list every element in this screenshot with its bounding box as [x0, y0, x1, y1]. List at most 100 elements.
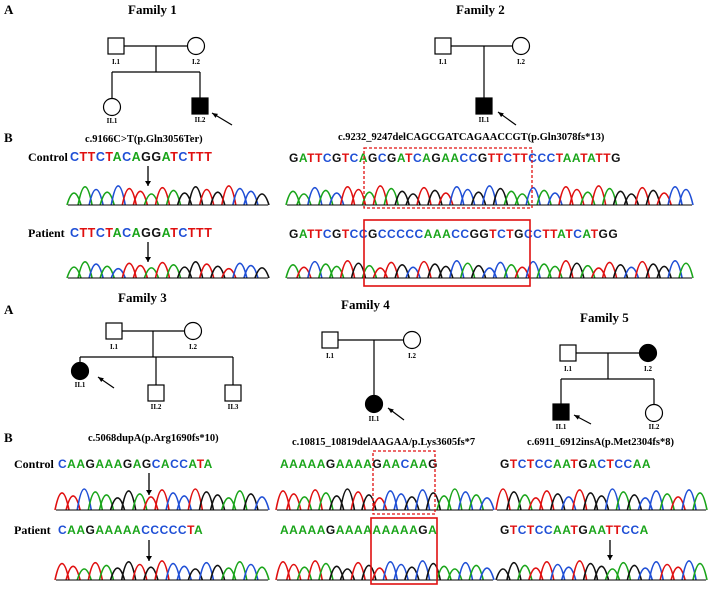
base-letter: A [316, 523, 326, 537]
base-letter: C [377, 151, 388, 165]
sequence-family5-control: GTCTCCAATGACTCCAA [500, 457, 651, 471]
chromatogram-family4-control [275, 488, 495, 511]
female-symbol [644, 403, 664, 423]
member-label: I.1 [439, 58, 447, 66]
base-letter: G [611, 151, 621, 165]
sequence-family3-control: CAAGAAAGAGCACCATA [58, 457, 213, 471]
chromatogram-family5-patient [495, 560, 708, 581]
base-letter: G [387, 151, 397, 165]
base-letter: A [298, 151, 308, 165]
base-letter: C [414, 227, 424, 241]
chromatogram-peak [109, 567, 126, 581]
base-letter: A [161, 226, 171, 240]
base-letter: T [341, 151, 350, 165]
base-letter: A [553, 457, 563, 471]
base-letter: G [331, 151, 342, 165]
base-letter: G [151, 150, 162, 164]
base-letter: C [534, 523, 544, 537]
base-letter: C [503, 151, 513, 165]
base-letter: A [132, 523, 142, 537]
base-letter: A [358, 151, 369, 165]
sequence-family1-patient: CTTCTACAGGATCTTT [70, 226, 212, 240]
chromatogram-family3-patient [54, 560, 270, 581]
base-letter: A [344, 523, 355, 537]
proband-arrowhead [498, 112, 504, 118]
member-label: II.1 [555, 423, 567, 431]
base-letter: A [441, 151, 451, 165]
base-letter: A [335, 457, 345, 471]
base-letter: G [477, 151, 488, 165]
base-letter: G [141, 226, 152, 240]
base-letter: C [177, 523, 188, 537]
chromatogram-peak [254, 267, 270, 279]
base-letter: A [76, 457, 86, 471]
chromatogram-peak [604, 568, 621, 581]
base-letter: A [95, 523, 105, 537]
base-letter: G [500, 523, 510, 537]
chromatogram-peak [637, 567, 654, 581]
base-letter: A [113, 457, 123, 471]
base-letter: C [70, 150, 80, 164]
member-label: II.1 [478, 116, 490, 124]
member-label: I.1 [110, 343, 118, 351]
chromatogram-peak [143, 566, 159, 581]
base-letter: C [451, 227, 461, 241]
chromatogram-peak [495, 568, 511, 581]
chromatogram-peak [528, 497, 544, 511]
sequence-family2-patient: GATTCGTCCGCCCCCAAACCGGTCTGCCTTATCATGG [289, 227, 618, 241]
base-letter: C [543, 457, 554, 471]
base-letter: C [630, 523, 640, 537]
base-letter: T [204, 150, 213, 164]
chromatogram-peak [470, 191, 487, 206]
base-letter: T [580, 151, 588, 165]
chromatogram-peak [560, 496, 577, 511]
chromatogram-peak [479, 497, 495, 511]
base-letter: A [422, 151, 432, 165]
base-letter: T [341, 227, 350, 241]
base-letter: G [85, 457, 96, 471]
base-letter: A [553, 523, 563, 537]
variant-arrowhead [145, 257, 151, 262]
chromatogram-peak [209, 191, 226, 206]
base-letter: A [113, 523, 123, 537]
base-letter: A [112, 226, 123, 240]
base-letter: A [131, 226, 142, 240]
base-letter: C [387, 227, 397, 241]
chromatogram-peak [296, 496, 313, 511]
panel-label-a-bottom: A [4, 302, 14, 317]
base-letter: A [67, 457, 77, 471]
base-letter: A [399, 523, 410, 537]
family1-mutation: c.9166C>T(p.Gln3056Ter) [85, 134, 203, 145]
chromatogram-peak [404, 566, 420, 581]
chromatogram-family4-patient [275, 560, 495, 581]
member-label: I.2 [189, 343, 197, 351]
base-letter: C [322, 227, 332, 241]
base-letter: C [517, 457, 527, 471]
base-letter: T [105, 150, 113, 164]
chromatogram-peak [678, 188, 694, 206]
sequence-family4-control: AAAAAGAAAAGAACAAG [280, 457, 438, 471]
base-letter: A [409, 523, 419, 537]
sequence-family5-patient: GTCTCCAATGAATTCCA [500, 523, 649, 537]
row-label-control-bottom: Control [14, 457, 54, 471]
row-label-patient-bottom: Patient [14, 523, 51, 537]
chromatogram-family1-patient [66, 260, 270, 279]
base-letter: A [307, 457, 317, 471]
base-letter: A [160, 457, 171, 471]
base-letter: T [565, 227, 574, 241]
female-symbol [364, 394, 384, 414]
chromatogram-peak [254, 193, 270, 206]
base-letter: T [570, 523, 579, 537]
base-letter: C [405, 227, 415, 241]
base-letter: A [132, 457, 142, 471]
deletion-highlight-solid [363, 219, 531, 287]
male-symbol [107, 37, 125, 55]
chromatogram-family2-patient [285, 260, 694, 279]
base-letter: A [372, 523, 382, 537]
proband-arrowhead [98, 377, 104, 383]
base-letter: T [314, 151, 323, 165]
base-letter: A [104, 457, 114, 471]
base-letter: A [562, 523, 571, 537]
chromatogram-peak [447, 568, 463, 581]
